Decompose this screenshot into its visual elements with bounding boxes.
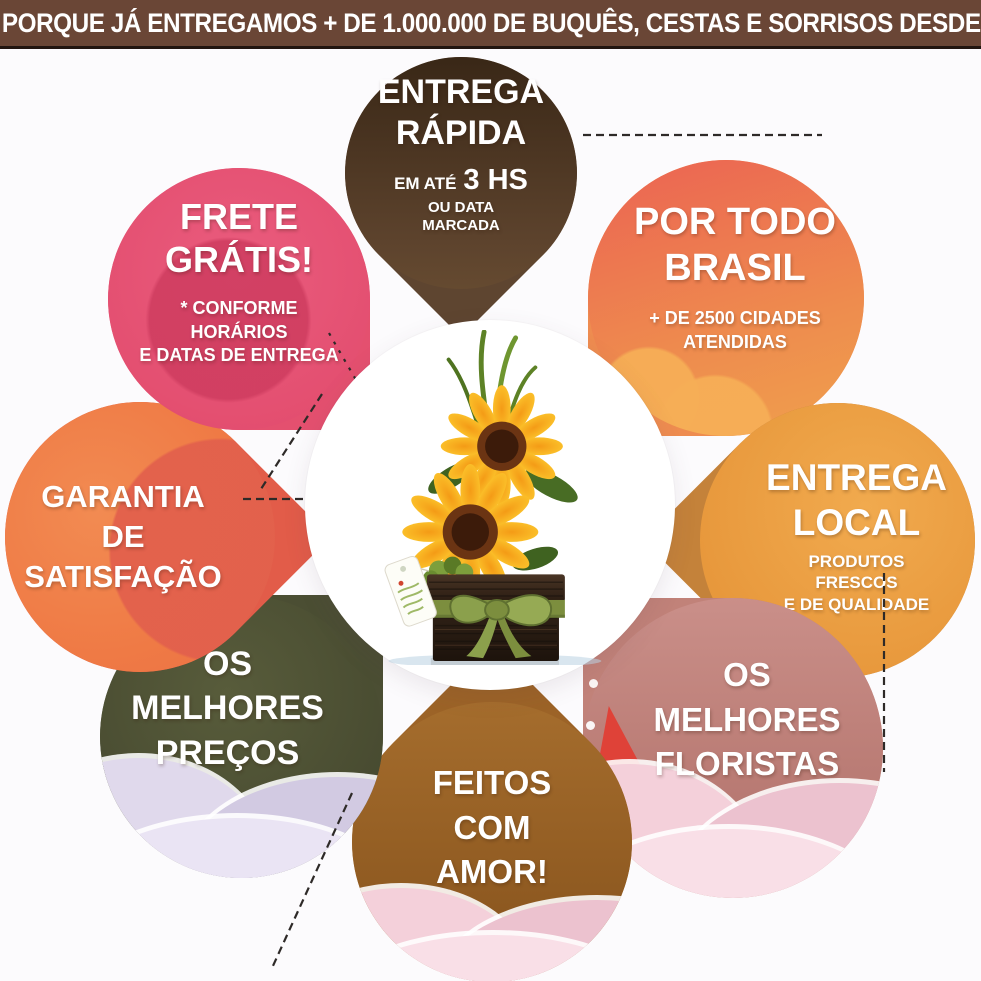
petal-content: ENTREGA RÁPIDA EM ATÉ 3 HS OU DATA MARCA… <box>345 57 577 289</box>
petal-subtitle: PRODUTOS FRESCOS E DE QUALIDADE <box>783 552 930 614</box>
petal-content: OS MELHORES FLORISTAS <box>583 598 883 898</box>
petal-title: ENTREGA LOCAL <box>766 457 947 543</box>
petal-subtitle: + DE 2500 CIDADES ATENDIDAS <box>649 308 821 352</box>
petal-title: POR TODO BRASIL <box>634 201 836 289</box>
header-banner: VEJA PORQUE JÁ ENTREGAMOS + DE 1.000.000… <box>0 0 981 49</box>
petal-content: POR TODO BRASIL + DE 2500 CIDADES ATENDI… <box>588 160 864 436</box>
petal-content: FRETE GRÁTIS! * CONFORME HORÁRIOS E DATA… <box>108 168 370 430</box>
petal-garantia-satisfacao: GARANTIA DE SATISFAÇÃO <box>0 346 331 728</box>
petal-melhores-floristas: OS MELHORES FLORISTAS <box>583 598 883 898</box>
petal-subtitle-highlight: 3 HS <box>463 163 528 196</box>
petal-content: FEITOS COM AMOR! <box>352 702 632 981</box>
petal-title: FRETE GRÁTIS! <box>165 195 313 280</box>
petal-title: GARANTIA DE SATISFAÇÃO <box>24 478 222 595</box>
gift-tag <box>384 555 437 627</box>
petal-content: GARANTIA DE SATISFAÇÃO <box>5 402 275 672</box>
ribbon-bow <box>426 594 565 659</box>
petal-content: ENTREGA LOCAL PRODUTOS FRESCOS E DE QUAL… <box>700 403 975 678</box>
petal-title: FEITOS COM AMOR! <box>432 764 552 891</box>
petal-subtitle: * CONFORME HORÁRIOS E DATAS DE ENTREGA <box>139 298 339 365</box>
petal-content: OS MELHORES PREÇOS <box>100 595 383 878</box>
petal-por-todo-brasil: POR TODO BRASIL + DE 2500 CIDADES ATENDI… <box>588 160 864 436</box>
petal-entrega-local: ENTREGA LOCAL PRODUTOS FRESCOS E DE QUAL… <box>643 346 981 735</box>
sunflower-bottom <box>402 464 539 600</box>
petal-title: OS MELHORES FLORISTAS <box>653 656 841 783</box>
petal-frete-gratis: FRETE GRÁTIS! * CONFORME HORÁRIOS E DATA… <box>108 168 370 430</box>
petal-title: OS MELHORES PREÇOS <box>131 645 324 772</box>
petal-melhores-precos: OS MELHORES PREÇOS <box>100 595 383 878</box>
petal-subtitle-row: EM ATÉ 3 HS <box>394 164 528 197</box>
petal-entrega-rapida: ENTREGA RÁPIDA EM ATÉ 3 HS OU DATA MARCA… <box>296 8 626 338</box>
header-text: VEJA PORQUE JÁ ENTREGAMOS + DE 1.000.000… <box>0 7 981 38</box>
petal-title: ENTREGA RÁPIDA <box>377 72 545 152</box>
center-circle <box>305 320 675 690</box>
sunflowers-gift-image <box>384 330 602 665</box>
petal-feitos-com-amor: FEITOS COM AMOR! <box>294 644 690 981</box>
petal-subtitle-prefix: EM ATÉ <box>394 173 457 193</box>
petal-subtitle: OU DATA MARCADA <box>422 198 500 235</box>
petal-shape <box>108 168 370 430</box>
